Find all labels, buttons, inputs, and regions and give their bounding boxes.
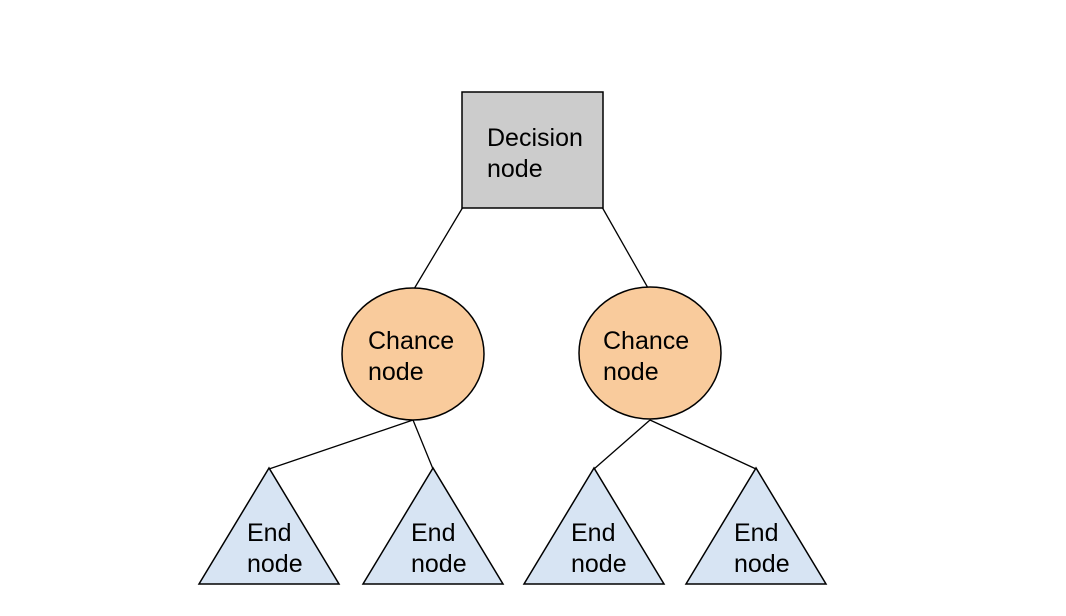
decision-node-shape	[461, 91, 604, 209]
end-node-1-label-line1: End	[247, 519, 291, 547]
edge-decision-to-chance-left	[413, 206, 464, 290]
end-node-4-label-line1: End	[734, 519, 778, 547]
chance-node-left-label-line1: Chance	[368, 327, 454, 355]
end-node-2-label-line1: End	[411, 519, 455, 547]
chance-node-right-shape	[578, 286, 722, 420]
edge-chance-right-to-end-4	[649, 419, 757, 470]
edge-chance-right-to-end-3	[593, 419, 651, 470]
chance-node-left-shape	[341, 287, 485, 421]
edge-chance-left-to-end-1	[268, 419, 414, 470]
end-node-4-label-line2: node	[734, 550, 790, 578]
end-node-3-label-line1: End	[571, 519, 615, 547]
edge-chance-left-to-end-2	[412, 419, 434, 470]
end-node-4-shape	[684, 466, 828, 585]
end-node-3-shape	[522, 466, 666, 585]
chance-node-right-label-line2: node	[603, 358, 659, 386]
decision-node-label-line1: Decision	[487, 124, 583, 152]
end-node-2-shape	[361, 466, 505, 585]
end-node-1-shape	[197, 466, 341, 585]
end-node-3-label-line2: node	[571, 550, 627, 578]
decision-node-label-line2: node	[487, 155, 543, 183]
chance-node-left-label-line2: node	[368, 358, 424, 386]
end-node-2-label-line2: node	[411, 550, 467, 578]
end-node-1-label-line2: node	[247, 550, 303, 578]
chance-node-right-label-line1: Chance	[603, 327, 689, 355]
edge-decision-to-chance-right	[601, 206, 649, 289]
